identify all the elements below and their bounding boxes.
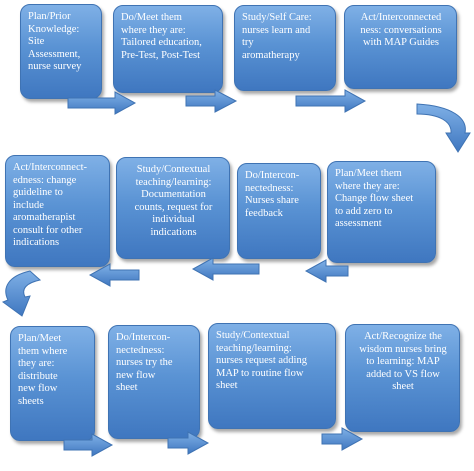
step-text-line: nurses learn and [242,24,311,36]
step-text-line: where they are: [121,24,186,36]
step-text-line: added to VS flow [366,368,440,380]
step-text-line: to add zero to [335,205,393,217]
step-text-line: Assessment, [28,48,81,60]
step-text-line: feedback [245,207,283,219]
step-text-line: include [13,199,44,211]
step-text-line: Study/Contextual [216,330,290,341]
arrow-left-2 [191,257,260,281]
arrow-left-3 [88,263,140,287]
step-text-line: wisdom nurses bring [359,343,447,355]
step-text-line: to learning: MAP [366,356,440,367]
arrow-right-2 [185,89,238,113]
step-text-line: Act/Recognize the [364,331,442,342]
arrow-right-6 [321,427,364,451]
step-text-line: edness: change [13,174,77,186]
step-text-line: Knowledge: [28,23,80,35]
arrow-right-4 [63,433,114,457]
step-text-line: ness: conversations [360,24,442,36]
step-text-line: new flow [116,369,156,381]
arrow-curve-right [416,103,471,153]
step-text-line: nurses request adding [216,355,307,366]
arrow-left-1 [304,259,349,283]
step-text-line: indications [150,226,197,238]
step-text-line: distribute [18,370,58,382]
step-text-line: consult for other [13,224,83,236]
step-text-line: Tailored education, [121,37,202,48]
arrow-right-1 [67,91,137,115]
step-text-line: guideline to [13,187,63,198]
step-text-line: sheet [116,382,138,393]
step-text-line: counts, request for [134,201,213,213]
step-text-line: sheet [392,381,414,392]
step-text-line: Act/Interconnect- [13,162,88,173]
step-text-line: with MAP Guides [362,37,440,48]
step-text-line: individual [152,214,195,225]
step-text-line: nectedness: [116,344,165,356]
arrow-curve-left [1,270,42,317]
step-text-line: where they are: [335,180,400,192]
step-text-line: new flow [18,383,58,394]
step-text-line: Plan/Meet them [335,168,402,179]
step-text-line: teaching/learning: [216,342,292,354]
step-text-line: Change flow sheet [335,193,414,204]
step-text-line: Plan/Prior [28,11,71,22]
step-text-line: Plan/Meet [18,333,62,344]
arrow-right-3 [295,89,367,113]
step-text-line: Study/Contextual [136,164,211,175]
step-text-line: indications [13,237,60,248]
step-text-line: sheets [18,395,44,407]
step-text-line: Pre-Test, Post-Test [121,49,201,61]
step-text-line: they are: [18,358,55,369]
step-text-line: Documentation [141,189,206,200]
step-text-line: teaching/learning: [135,176,212,188]
step-text-line: Do/Intercon- [245,170,300,181]
step-text-line: aromatherapist [13,212,76,223]
step-text-line: MAP to routine flow [216,367,304,379]
step-text-line: Site [28,36,45,47]
step-text-line: Do/Intercon- [116,332,171,343]
step-text-line: Nurses share [245,195,299,206]
step-text-line: aromatherapy [242,49,300,61]
step-text-line: try [242,37,254,48]
step-text-line: Study/Self Care: [242,12,312,23]
step-text-line: them where [18,345,68,357]
step-text-line: nurses try the [116,357,173,368]
arrow-right-5 [167,431,210,455]
step-text-line: nectedness: [245,182,294,194]
step-text-line: nurse survey [28,61,82,72]
step-text-line: Do/Meet them [121,12,182,23]
step-text-line: assessment [335,218,382,229]
step-text-line: sheet [216,380,238,391]
step-text-line: Act/Interconnected [360,12,442,23]
